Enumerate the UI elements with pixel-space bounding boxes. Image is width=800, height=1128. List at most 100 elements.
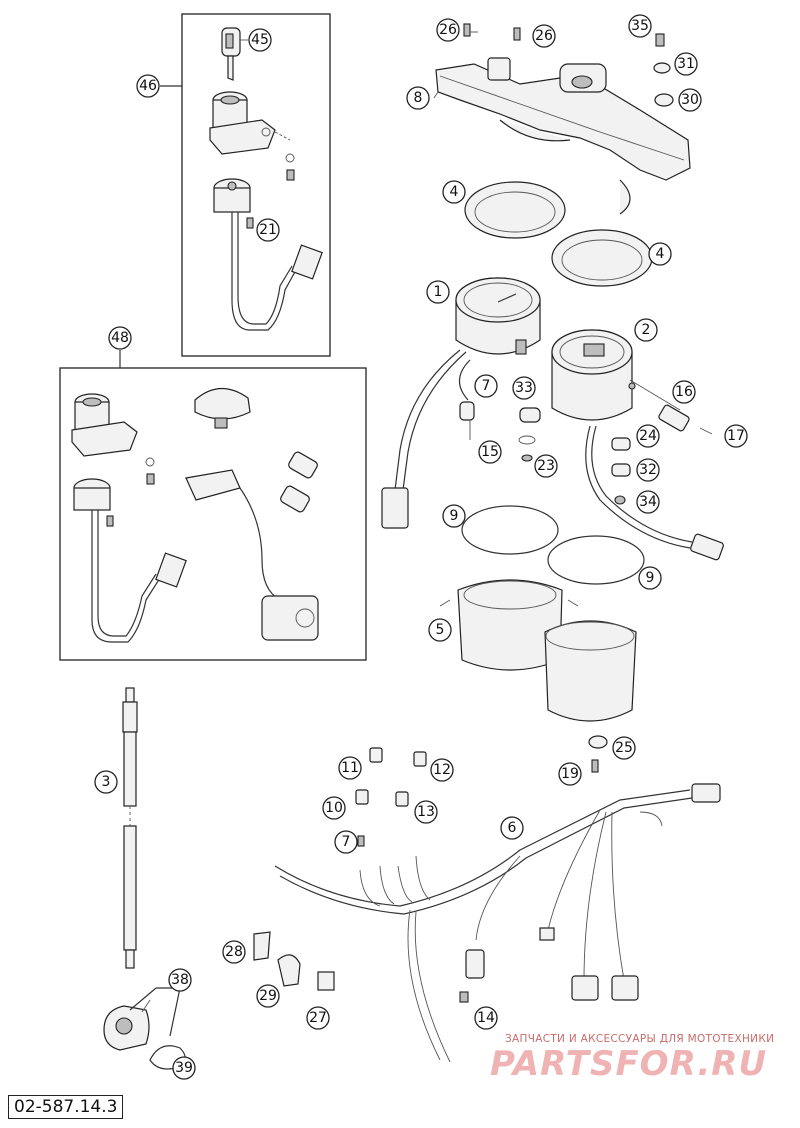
ignition-switch bbox=[213, 178, 323, 331]
speedo-drive bbox=[103, 987, 181, 1051]
callout-48: 48 bbox=[108, 326, 132, 350]
svg-text:9: 9 bbox=[646, 570, 655, 586]
lock-body-48 bbox=[71, 393, 138, 457]
svg-text:32: 32 bbox=[639, 462, 657, 478]
callout-33: 33 bbox=[512, 376, 536, 400]
svg-text:24: 24 bbox=[639, 428, 657, 444]
bulb-holder-33 bbox=[519, 407, 541, 423]
pins-small bbox=[355, 747, 427, 847]
callout-26-right: 26 bbox=[532, 24, 556, 48]
callout-4-right: 4 bbox=[648, 242, 672, 266]
svg-text:33: 33 bbox=[515, 380, 533, 396]
screw bbox=[286, 169, 295, 181]
callout-1: 1 bbox=[426, 280, 450, 304]
svg-text:16: 16 bbox=[675, 384, 693, 400]
svg-text:12: 12 bbox=[433, 762, 451, 778]
holder-29 bbox=[277, 954, 301, 987]
screw-21 bbox=[246, 217, 254, 229]
svg-text:13: 13 bbox=[417, 804, 435, 820]
callout-13: 13 bbox=[414, 800, 438, 824]
callout-32: 32 bbox=[636, 458, 660, 482]
callout-6: 6 bbox=[500, 816, 524, 840]
tachometer bbox=[551, 329, 724, 561]
svg-text:4: 4 bbox=[656, 246, 665, 262]
svg-text:26: 26 bbox=[439, 22, 457, 38]
callout-38: 38 bbox=[168, 968, 192, 992]
seal-ring-right bbox=[547, 535, 645, 585]
ignition-key bbox=[221, 27, 241, 81]
callout-27: 27 bbox=[306, 1006, 330, 1030]
switch-48 bbox=[73, 478, 187, 643]
callout-30: 30 bbox=[678, 88, 702, 112]
svg-text:21: 21 bbox=[259, 222, 277, 238]
wiring-harness bbox=[274, 783, 721, 1063]
o-ring-15 bbox=[518, 435, 536, 445]
callout-7-top: 7 bbox=[474, 374, 498, 398]
callout-10: 10 bbox=[322, 796, 346, 820]
callout-19: 19 bbox=[558, 762, 582, 786]
svg-text:29: 29 bbox=[259, 988, 277, 1004]
callout-9-left: 9 bbox=[442, 504, 466, 528]
svg-text:35: 35 bbox=[631, 18, 649, 34]
callout-5: 5 bbox=[428, 618, 452, 642]
bushing-31 bbox=[653, 62, 671, 74]
svg-text:17: 17 bbox=[727, 428, 745, 444]
svg-text:30: 30 bbox=[681, 92, 699, 108]
callout-29: 29 bbox=[256, 984, 280, 1008]
svg-text:5: 5 bbox=[436, 622, 445, 638]
svg-text:34: 34 bbox=[639, 494, 657, 510]
svg-text:2: 2 bbox=[642, 322, 651, 338]
callout-21: 21 bbox=[256, 218, 280, 242]
seal-ring-left bbox=[461, 505, 559, 555]
svg-text:7: 7 bbox=[342, 834, 351, 850]
callout-2: 2 bbox=[634, 318, 658, 342]
callout-7-bottom: 7 bbox=[334, 830, 358, 854]
lock-set-box bbox=[59, 367, 367, 661]
svg-text:14: 14 bbox=[477, 1010, 495, 1026]
svg-text:27: 27 bbox=[309, 1010, 327, 1026]
diagram-code: 02-587.14.3 bbox=[8, 1095, 124, 1119]
svg-text:10: 10 bbox=[325, 800, 343, 816]
svg-text:15: 15 bbox=[481, 444, 499, 460]
washer bbox=[285, 153, 295, 163]
svg-text:28: 28 bbox=[225, 944, 243, 960]
callout-24: 24 bbox=[636, 424, 660, 448]
bezel-ring-right bbox=[551, 229, 653, 287]
seat-lock-cable bbox=[185, 469, 319, 641]
bracket-screws-26 bbox=[463, 23, 521, 41]
callout-31: 31 bbox=[674, 52, 698, 76]
svg-text:39: 39 bbox=[175, 1060, 193, 1076]
callout-12: 12 bbox=[430, 758, 454, 782]
ignition-lock-body bbox=[209, 91, 276, 155]
bulb-14 bbox=[459, 991, 469, 1003]
instrument-housing bbox=[439, 579, 637, 722]
svg-text:31: 31 bbox=[677, 56, 695, 72]
svg-text:25: 25 bbox=[615, 740, 633, 756]
ignition-lock-set-box bbox=[181, 13, 331, 357]
svg-text:46: 46 bbox=[139, 78, 157, 94]
callout-4-left: 4 bbox=[442, 180, 466, 204]
watermark-tagline: ЗАПЧАСТИ И АКСЕССУАРЫ ДЛЯ МОТОТЕХНИКИ bbox=[505, 1033, 775, 1045]
svg-text:19: 19 bbox=[561, 766, 579, 782]
holder-32 bbox=[611, 463, 631, 477]
speedometer bbox=[381, 277, 541, 529]
callout-3: 3 bbox=[94, 770, 118, 794]
bezel-ring-left bbox=[464, 181, 566, 239]
clip-28 bbox=[253, 931, 271, 961]
callout-39: 39 bbox=[172, 1056, 196, 1080]
callout-9-right: 9 bbox=[638, 566, 662, 590]
callout-15: 15 bbox=[478, 440, 502, 464]
svg-text:7: 7 bbox=[482, 378, 491, 394]
callout-16: 16 bbox=[672, 380, 696, 404]
svg-text:4: 4 bbox=[450, 184, 459, 200]
sensor-16 bbox=[629, 379, 713, 435]
svg-text:38: 38 bbox=[171, 972, 189, 988]
leader-lines bbox=[141, 31, 478, 1013]
svg-text:6: 6 bbox=[508, 820, 517, 836]
seat-lock-keys bbox=[280, 451, 318, 513]
callout-8: 8 bbox=[406, 86, 430, 110]
callout-14: 14 bbox=[474, 1006, 498, 1030]
svg-text:9: 9 bbox=[450, 508, 459, 524]
svg-text:11: 11 bbox=[341, 760, 359, 776]
